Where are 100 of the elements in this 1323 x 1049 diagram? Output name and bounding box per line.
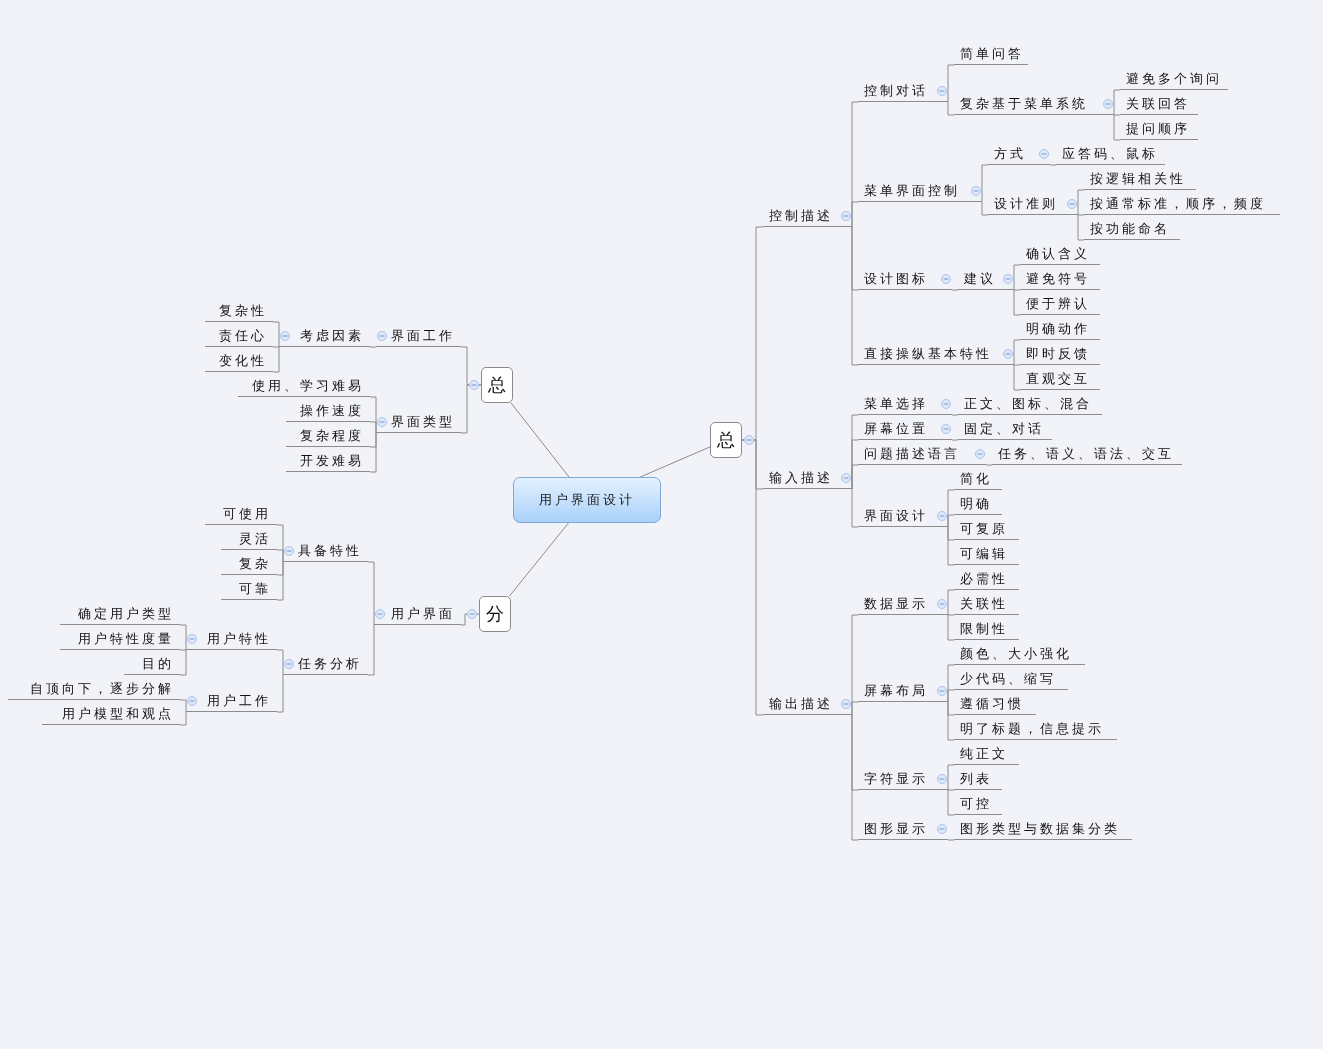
topic-text: 正文、图标、混合 <box>964 395 1092 412</box>
topic-text: 直观交互 <box>1026 370 1090 387</box>
topic-text: 应答码、鼠标 <box>1062 145 1158 162</box>
connector-line <box>947 101 955 116</box>
connector-line <box>369 346 377 348</box>
topic-text: 输出描述 <box>769 695 833 712</box>
topic-text: 少代码、缩写 <box>960 670 1056 687</box>
topic-text: 提问顺序 <box>1126 120 1190 137</box>
connector-line <box>947 614 955 616</box>
topic-text: 目的 <box>142 655 174 672</box>
topic-text: 灵活 <box>239 530 271 547</box>
connector-line <box>179 649 187 676</box>
topic-text: 菜单界面控制 <box>864 182 960 199</box>
topic-text: 分 <box>486 602 504 626</box>
topic-text: 复杂性 <box>219 302 267 319</box>
connector-line <box>851 701 859 716</box>
connector-line <box>851 464 859 490</box>
topic-text: 具备特性 <box>298 542 362 559</box>
connector-line <box>947 589 955 616</box>
connector-line <box>947 764 955 791</box>
topic-text: 使用、学习难易 <box>252 377 364 394</box>
topic-text: 界面类型 <box>391 413 455 430</box>
topic-text: 控制描述 <box>769 207 833 224</box>
connector-line <box>851 714 859 841</box>
connector-line <box>369 432 377 473</box>
topic-text: 列表 <box>960 770 992 787</box>
topic-text: 关联性 <box>960 595 1008 612</box>
connector-line <box>1013 289 1021 291</box>
connector-line <box>951 414 959 416</box>
connector-line <box>947 514 955 528</box>
connector-line <box>276 549 284 563</box>
connector-line <box>369 421 377 434</box>
topic-text: 直接操纵基本特性 <box>864 345 992 362</box>
branch-box <box>479 596 511 632</box>
connector-line <box>1113 114 1121 116</box>
topic-text: 用户界面 <box>391 605 455 622</box>
connector-line <box>1049 164 1057 166</box>
connector-line <box>272 346 280 348</box>
connector-line <box>1013 339 1021 366</box>
connector-line <box>367 561 375 626</box>
topic-text: 用户特性度量 <box>78 630 174 647</box>
topic-text: 总 <box>488 373 506 397</box>
topic-text: 用户模型和观点 <box>62 705 174 722</box>
topic-text: 可复原 <box>960 520 1008 537</box>
topic-text: 便于辨认 <box>1026 295 1090 312</box>
connector-line <box>1013 264 1021 291</box>
topic-text: 纯正文 <box>960 745 1008 762</box>
connector-line <box>639 446 711 478</box>
topic-text: 问题描述语言 <box>864 445 960 462</box>
connector-line <box>1013 364 1021 391</box>
topic-text: 遵循习惯 <box>960 695 1024 712</box>
topic-text: 变化性 <box>219 352 267 369</box>
connector-line <box>947 526 955 566</box>
topic-text: 可编辑 <box>960 545 1008 562</box>
topic-text: 屏幕位置 <box>864 420 928 437</box>
topic-text: 任务分析 <box>298 655 362 672</box>
topic-text: 字符显示 <box>864 770 928 787</box>
connector-line <box>981 164 989 203</box>
connector-line <box>272 321 280 348</box>
connector-line <box>951 439 959 441</box>
topic-text: 设计准则 <box>994 195 1058 212</box>
topic-text: 考虑因素 <box>300 327 364 344</box>
topic-text: 总 <box>717 428 735 452</box>
topic-text: 设计图标 <box>864 270 928 287</box>
connector-line <box>276 674 284 713</box>
connector-line <box>951 289 959 291</box>
central-topic-box <box>513 477 661 523</box>
topic-text: 固定、对话 <box>964 420 1044 437</box>
connector-line <box>272 346 280 373</box>
topic-text: 用户工作 <box>207 692 271 709</box>
topic-text: 用户特性 <box>207 630 271 647</box>
topic-text: 限制性 <box>960 620 1008 637</box>
connector-line <box>367 624 375 676</box>
connector-line <box>851 201 859 228</box>
topic-text: 简化 <box>960 470 992 487</box>
connector-line <box>851 488 859 528</box>
topic-text: 建议 <box>964 270 996 287</box>
topic-text: 明确动作 <box>1026 320 1090 337</box>
topic-text: 关联回答 <box>1126 95 1190 112</box>
topic-text: 必需性 <box>960 570 1008 587</box>
topic-text: 图形类型与数据集分类 <box>960 820 1120 837</box>
connector-line <box>179 699 187 713</box>
topic-text: 可使用 <box>223 505 271 522</box>
topic-text: 屏幕布局 <box>864 682 928 699</box>
connector-line <box>741 439 764 716</box>
topic-text: 界面设计 <box>864 507 928 524</box>
topic-text: 简单问答 <box>960 45 1024 62</box>
topic-text: 可靠 <box>239 580 271 597</box>
topic-text: 数据显示 <box>864 595 928 612</box>
topic-text: 复杂程度 <box>300 427 364 444</box>
connector-line <box>509 522 569 597</box>
topic-text: 复杂 <box>239 555 271 572</box>
connector-line <box>276 561 284 601</box>
topic-text: 按逻辑相关性 <box>1090 170 1186 187</box>
branch-box <box>481 367 513 403</box>
connector-line <box>981 201 989 216</box>
branch-box <box>710 422 742 458</box>
topic-text: 避免符号 <box>1026 270 1090 287</box>
connector-line <box>1077 214 1085 241</box>
topic-text: 自顶向下，逐步分解 <box>30 680 174 697</box>
